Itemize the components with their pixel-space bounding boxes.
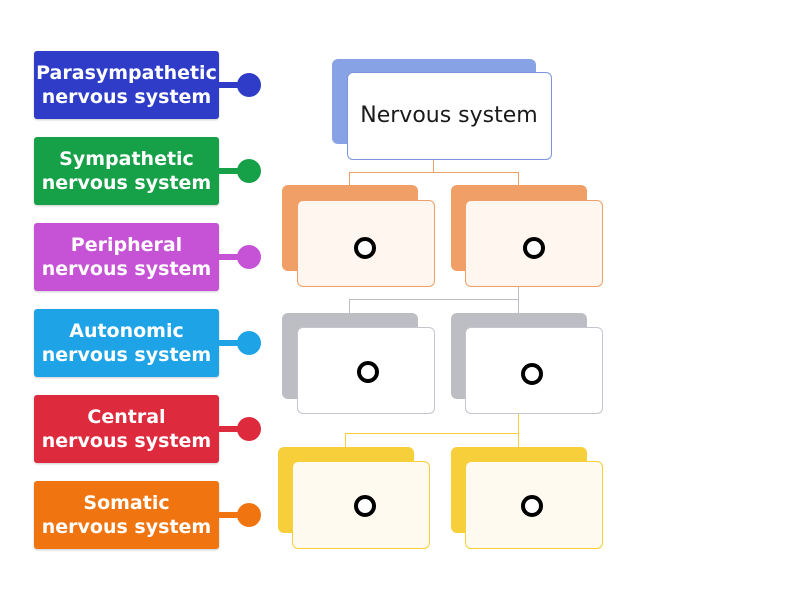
label-line2: nervous system: [41, 430, 212, 452]
label-sympathetic[interactable]: Sympathetic nervous system: [34, 137, 219, 205]
drop-target[interactable]: [521, 363, 543, 385]
label-line2: nervous system: [41, 258, 212, 280]
drag-handle[interactable]: [237, 417, 261, 441]
drop-target[interactable]: [354, 237, 376, 259]
drag-handle[interactable]: [237, 503, 261, 527]
label-line1: Peripheral: [70, 234, 183, 256]
label-central[interactable]: Central nervous system: [34, 395, 219, 463]
label-line2: nervous system: [41, 86, 212, 108]
drop-target[interactable]: [357, 361, 379, 383]
label-connector: [219, 254, 241, 260]
connector-line: [518, 172, 519, 186]
label-line1: Autonomic: [69, 320, 184, 342]
drop-target[interactable]: [354, 495, 376, 517]
label-connector: [219, 340, 241, 346]
label-line1: Central: [87, 406, 166, 428]
connector-line: [349, 172, 350, 186]
connector-line: [433, 159, 434, 173]
label-peripheral[interactable]: Peripheral nervous system: [34, 223, 219, 291]
connector-line: [518, 413, 519, 434]
label-line2: nervous system: [41, 516, 212, 538]
connector-line: [349, 299, 519, 300]
label-line1: Somatic: [83, 492, 170, 514]
connector-line: [345, 433, 346, 447]
connector-line: [518, 299, 519, 313]
label-line2: nervous system: [41, 172, 212, 194]
label-line1: Parasympathetic: [36, 62, 217, 84]
connector-line: [349, 299, 350, 313]
connector-line: [349, 172, 519, 173]
label-line2: nervous system: [41, 344, 212, 366]
label-parasympathetic[interactable]: Parasympathetic nervous system: [34, 51, 219, 119]
connector-line: [518, 433, 519, 447]
drag-handle[interactable]: [237, 245, 261, 269]
label-somatic[interactable]: Somatic nervous system: [34, 481, 219, 549]
drag-handle[interactable]: [237, 331, 261, 355]
label-connector: [219, 512, 241, 518]
drag-handle[interactable]: [237, 159, 261, 183]
label-connector: [219, 426, 241, 432]
connector-line: [518, 286, 519, 300]
drop-target[interactable]: [523, 237, 545, 259]
root-node: [347, 72, 552, 160]
label-connector: [219, 168, 241, 174]
root-node-title: Nervous system: [360, 103, 538, 128]
label-line1: Sympathetic: [59, 148, 194, 170]
label-connector: [219, 82, 241, 88]
label-autonomic[interactable]: Autonomic nervous system: [34, 309, 219, 377]
connector-line: [345, 433, 519, 434]
drop-target[interactable]: [521, 495, 543, 517]
drag-handle[interactable]: [237, 73, 261, 97]
